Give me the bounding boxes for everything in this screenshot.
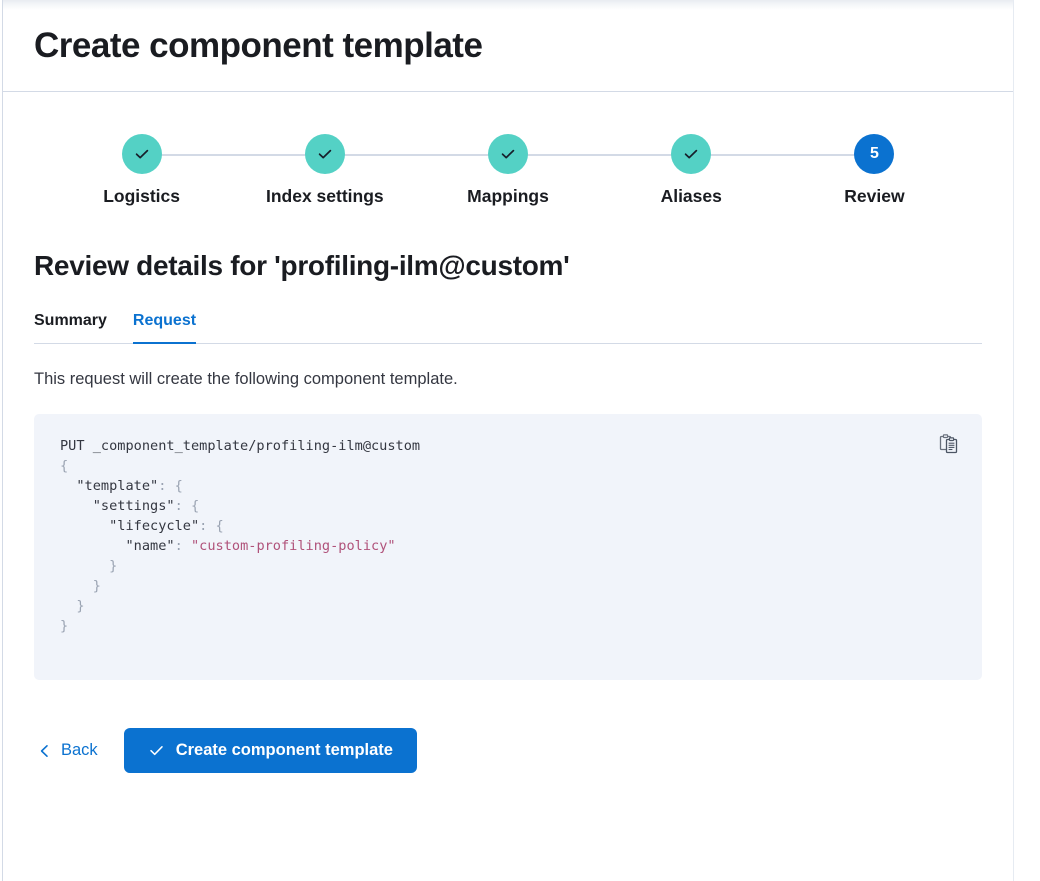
step-label: Aliases: [660, 185, 722, 206]
step-logistics[interactable]: Logistics: [50, 133, 325, 207]
step-index-settings[interactable]: Index settings: [233, 133, 508, 207]
code-indent: [60, 578, 93, 594]
header-divider: [3, 90, 1013, 92]
request-code-block: PUT _component_template/profiling-ilm@cu…: [34, 414, 982, 681]
code-token-punct: : {: [174, 498, 200, 515]
create-button-label: Create component template: [175, 741, 393, 760]
request-description: This request will create the following c…: [34, 370, 458, 389]
page-title: Create component template: [34, 26, 483, 65]
step-connector: [508, 153, 692, 156]
code-token-key: "lifecycle": [109, 518, 200, 535]
chevron-left-icon: [38, 744, 52, 758]
code-token-punct: {: [60, 458, 69, 475]
create-component-template-flyout: Create component template Logistics Index…: [2, 0, 1014, 881]
code-token-key: "template": [76, 478, 159, 495]
step-label: Logistics: [103, 185, 181, 206]
code-token-punct: }: [109, 558, 118, 575]
copy-clipboard-icon: [939, 434, 958, 454]
step-number: 5: [869, 144, 879, 162]
code-indent: [60, 518, 109, 534]
step-label: Review: [844, 185, 905, 206]
code-token-punct: : {: [158, 478, 183, 495]
code-token-string: "custom-profiling-policy": [190, 538, 396, 555]
review-heading: Review details for 'profiling-ilm@custom…: [34, 249, 570, 281]
review-tabs: Summary Request: [34, 312, 982, 345]
step-connector: [324, 153, 508, 156]
check-icon: [148, 742, 165, 759]
request-code-text: PUT _component_template/profiling-ilm@cu…: [60, 436, 956, 636]
step-circle-3: [488, 133, 528, 174]
code-token-punct: :: [174, 538, 191, 555]
step-circle-4: [671, 133, 712, 174]
code-indent: [60, 498, 93, 514]
step-aliases[interactable]: Aliases: [600, 133, 875, 207]
code-token-plain: PUT _component_template/profiling-ilm@cu…: [60, 438, 421, 455]
code-indent: [60, 538, 125, 554]
code-token-punct: }: [76, 598, 85, 615]
tab-summary[interactable]: Summary: [34, 312, 107, 344]
check-icon: [501, 149, 515, 159]
code-token-punct: }: [60, 618, 69, 635]
panel-header: Create component template: [34, 0, 982, 91]
check-icon: [684, 149, 698, 159]
step-connector: [691, 153, 875, 156]
code-token-key: "name": [125, 538, 175, 555]
step-label: Index settings: [265, 185, 384, 206]
code-indent: [60, 558, 109, 574]
step-circle-1: [121, 133, 162, 174]
step-label: Mappings: [467, 185, 549, 206]
step-connector: [141, 153, 325, 156]
back-button[interactable]: Back: [34, 735, 102, 766]
check-icon: [135, 149, 148, 159]
create-component-template-button[interactable]: Create component template: [123, 728, 417, 774]
code-token-punct: }: [92, 578, 101, 595]
code-token-key: "settings": [92, 498, 175, 515]
step-circle-2: [304, 133, 345, 174]
check-icon: [318, 149, 332, 159]
step-circle-5: 5: [854, 133, 895, 174]
step-mappings[interactable]: Mappings: [416, 133, 692, 207]
tab-request[interactable]: Request: [132, 312, 197, 345]
footer-actions: Back Create component template: [34, 728, 982, 813]
copy-to-clipboard-button[interactable]: [934, 429, 964, 459]
back-button-label: Back: [61, 741, 98, 760]
code-token-punct: : {: [199, 518, 224, 535]
code-indent: [60, 478, 76, 494]
code-indent: [60, 598, 76, 614]
